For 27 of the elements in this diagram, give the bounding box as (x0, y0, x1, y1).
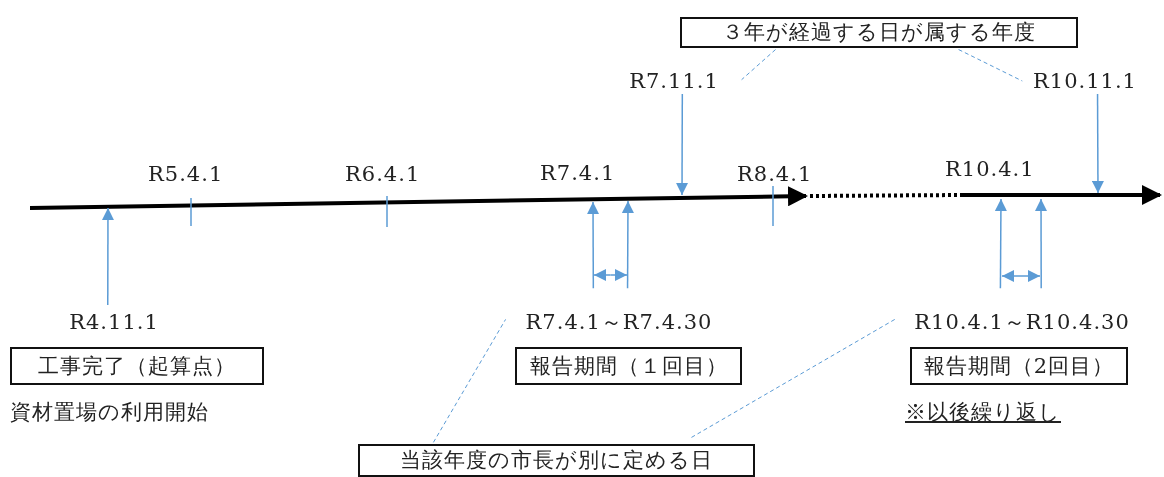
leader-line (432, 318, 507, 443)
note-text: ※以後繰り返し (905, 402, 1061, 423)
leader-line (691, 318, 896, 438)
date-text: R8.4.1 (737, 164, 813, 185)
date-text: R10.4.1 (945, 159, 1035, 180)
date-text: R7.4.1 (540, 163, 616, 184)
label-box: 当該年度の市長が別に定める日 (358, 444, 755, 477)
label-box: 報告期間（１回目） (515, 347, 742, 385)
label-box: 報告期間（2回目） (910, 347, 1128, 385)
leader-line (958, 49, 1023, 82)
date-text: R7.11.1 (622, 68, 726, 94)
date-text: R10.11.1 (1028, 68, 1142, 94)
label-box: 工事完了（起算点） (10, 347, 264, 385)
arrow (994, 198, 1007, 289)
arrow (587, 201, 600, 289)
arrow (676, 93, 689, 196)
arrow (621, 200, 634, 289)
date-text: R7.4.1～R7.4.30 (512, 309, 726, 335)
arrow (1035, 198, 1048, 289)
date-text: R4.11.1 (62, 309, 166, 335)
arrow (1091, 93, 1104, 194)
leader-line (741, 49, 776, 81)
date-text: R5.4.1 (148, 164, 224, 185)
date-text: R6.4.1 (345, 164, 421, 185)
label-box: ３年が経過する日が属する年度 (680, 17, 1078, 48)
date-text: R10.4.1～R10.4.30 (902, 309, 1142, 335)
arrow (101, 207, 114, 306)
